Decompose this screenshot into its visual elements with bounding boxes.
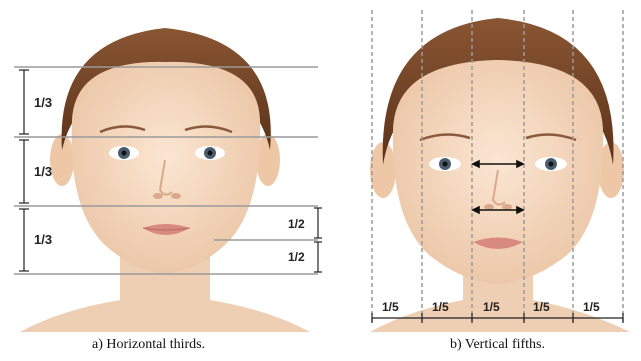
thirds-markers (19, 70, 29, 271)
label-half-top: 1/2 (288, 217, 305, 231)
label-fifth-5: 1/5 (583, 300, 600, 314)
panel-horizontal-thirds: 1/3 1/3 1/3 1/2 1/2 (0, 0, 332, 332)
label-third-bottom: 1/3 (34, 232, 52, 247)
caption-vertical-fifths: b) Vertical fifths. (450, 337, 545, 353)
label-fifth-3: 1/5 (483, 300, 500, 314)
panel-vertical-fifths: 1/5 1/5 1/5 1/5 1/5 (355, 0, 641, 332)
face-illustration-b: 1/5 1/5 1/5 1/5 1/5 (355, 0, 641, 332)
label-fifth-2: 1/5 (432, 300, 449, 314)
label-fifth-1: 1/5 (382, 300, 399, 314)
label-third-middle: 1/3 (34, 164, 52, 179)
label-third-top: 1/3 (34, 95, 52, 110)
label-fifth-4: 1/5 (533, 300, 550, 314)
label-half-bottom: 1/2 (288, 250, 305, 264)
face-illustration-a: 1/3 1/3 1/3 1/2 1/2 (0, 0, 332, 332)
face-skin (72, 62, 260, 274)
caption-horizontal-thirds: a) Horizontal thirds. (92, 337, 205, 353)
